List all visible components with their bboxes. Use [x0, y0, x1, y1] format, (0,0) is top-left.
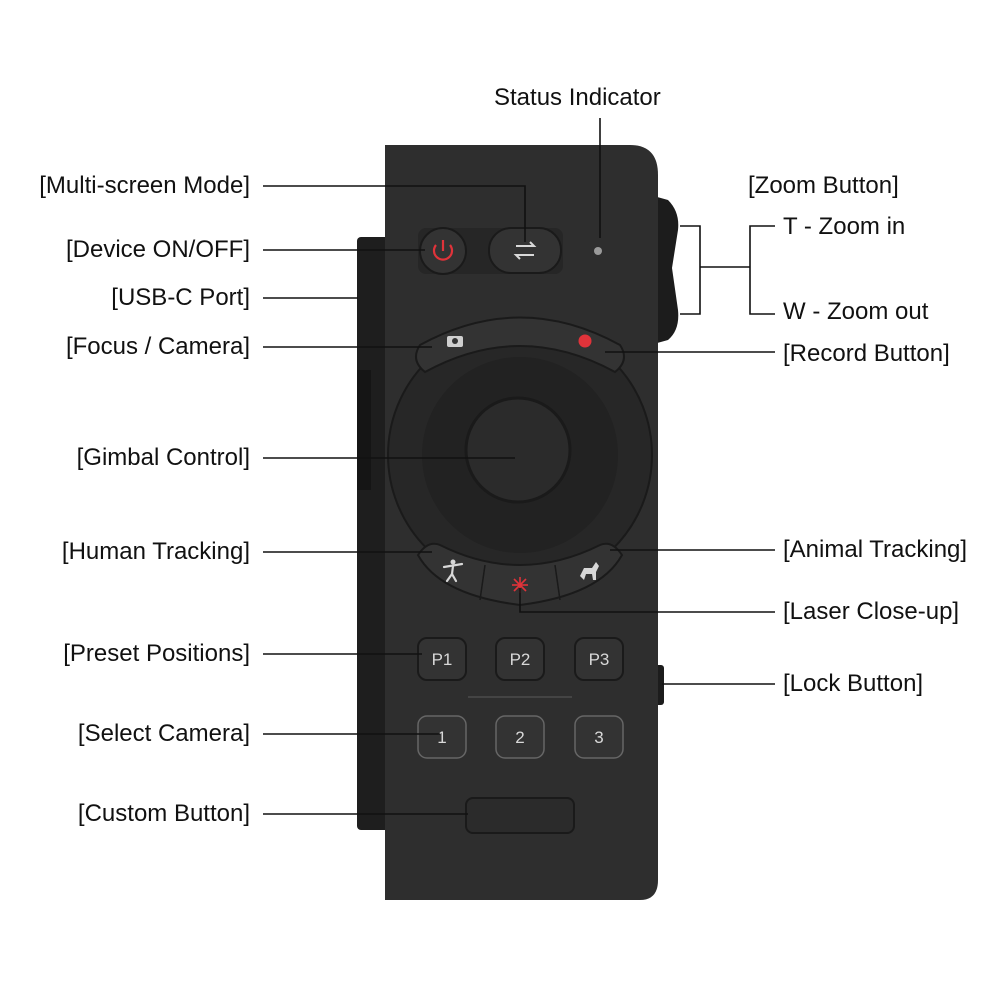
preset-label: P3	[589, 650, 610, 669]
gimbal-joystick	[464, 396, 572, 504]
side-strip	[357, 237, 389, 830]
preset-label: P1	[432, 650, 453, 669]
label-zoom-out: W - Zoom out	[783, 298, 929, 325]
label-device-power: [Device ON/OFF]	[65, 236, 250, 263]
human-icon	[442, 559, 464, 583]
camera-label: 3	[594, 728, 603, 747]
label-lock-button: [Lock Button]	[783, 670, 924, 697]
record-dot-icon	[578, 334, 592, 348]
label-custom-button: [Custom Button]	[77, 800, 250, 827]
animal-icon	[580, 562, 599, 580]
usb-c-port	[357, 370, 371, 490]
label-human-tracking: [Human Tracking]	[61, 538, 250, 565]
camera-label: 1	[437, 728, 446, 747]
label-zoom-in: T - Zoom in	[783, 213, 906, 240]
camera-buttons: 1 2 3	[417, 715, 624, 759]
label-select-camera: [Select Camera]	[77, 720, 250, 747]
label-preset-positions: [Preset Positions]	[63, 640, 250, 667]
swap-icon	[513, 241, 537, 260]
custom-button	[465, 797, 575, 834]
leader-lines	[263, 118, 775, 815]
label-focus-camera: [Focus / Camera]	[65, 333, 250, 360]
preset-label: P2	[510, 650, 531, 669]
preset-buttons: P1 P2 P3	[417, 637, 624, 681]
power-icon	[432, 244, 454, 261]
label-laser-closeup: [Laser Close-up]	[783, 598, 960, 625]
label-animal-tracking: [Animal Tracking]	[783, 536, 968, 563]
label-usb-c: [USB-C Port]	[111, 284, 250, 311]
label-multi-screen: [Multi-screen Mode]	[39, 172, 250, 199]
status-indicator-led	[594, 247, 602, 255]
tracking-arc	[416, 542, 624, 607]
label-gimbal: [Gimbal Control]	[76, 444, 250, 471]
label-record-button: [Record Button]	[783, 340, 950, 367]
label-status-indicator: Status Indicator	[494, 84, 661, 111]
camera-label: 2	[515, 728, 524, 747]
focus-record-arc	[415, 316, 625, 374]
label-zoom-button: [Zoom Button]	[748, 172, 899, 199]
